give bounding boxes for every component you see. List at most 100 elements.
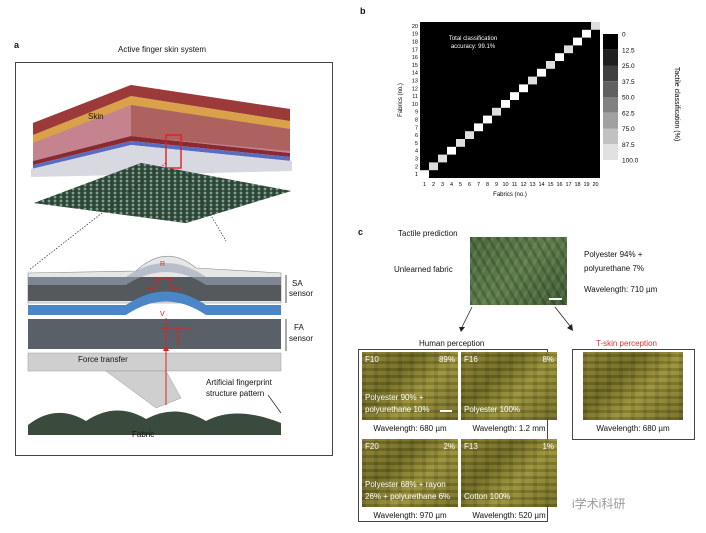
y-tick-label: 20	[412, 24, 418, 30]
colorbar-segment	[603, 65, 618, 82]
y-tick-label: 13	[412, 79, 418, 85]
y-tick-label: 11	[412, 94, 418, 100]
y-tick-label: 6	[415, 133, 418, 139]
tskin-wavelength: Wavelength: 680 µm	[596, 424, 670, 433]
human-perception-box	[358, 349, 548, 522]
tile-id: F16	[464, 355, 478, 364]
colorbar-segment	[603, 34, 618, 50]
x-tick-label: 9	[495, 182, 498, 188]
tile-desc-line2: polyurethane 10%	[365, 405, 430, 414]
y-tick-label: 1	[415, 172, 418, 178]
watermark: i学术i科研	[572, 497, 626, 511]
x-tick-label: 19	[583, 182, 589, 188]
heatmap-cell-11-11	[510, 92, 519, 100]
sensor-cross-section	[27, 255, 287, 435]
x-tick-label: 2	[432, 182, 435, 188]
tile-desc-line2: Cotton 100%	[464, 492, 511, 501]
x-tick-label: 7	[477, 182, 480, 188]
heatmap-cell-4-4	[447, 146, 456, 155]
y-axis-label: Fabrics (no.)	[398, 83, 404, 117]
heatmap-cell-9-9	[492, 107, 501, 116]
y-tick-label: 14	[412, 71, 418, 77]
tactile-prediction-label: Tactile prediction	[398, 229, 458, 238]
x-tick-label: 11	[512, 182, 518, 188]
fa-sensor-label-2: sensor	[289, 334, 314, 343]
skin-label: Skin	[88, 112, 104, 121]
scale-bar	[549, 298, 562, 300]
skin-system-diagram	[27, 85, 292, 435]
tile-id: F20	[365, 442, 379, 451]
y-tick-label: 2	[415, 164, 418, 170]
colorbar-tick-label: 62.5	[622, 110, 635, 117]
colorbar-tick-label: 100.0	[622, 158, 639, 165]
accuracy-annotation-line2: accuracy: 99.1%	[451, 44, 496, 50]
y-tick-label: 8	[415, 118, 418, 124]
x-tick-label: 6	[468, 182, 471, 188]
tile-desc-line2: Polyester 100%	[464, 405, 521, 414]
colorbar-tick-label: 0	[622, 32, 626, 39]
x-tick-label: 18	[574, 182, 580, 188]
heatmap-cell-13-13	[528, 76, 537, 85]
fabric-tile-f16: F16 8% Polyester 100%	[461, 352, 557, 420]
heatmap-cell-5-5	[456, 139, 465, 147]
fabric-tile-f10: F10 89% Polyester 90% + polyurethane 10%	[362, 352, 458, 420]
x-tick-label: 5	[459, 182, 462, 188]
y-tick-label: 17	[412, 47, 418, 53]
x-tick-label: 1	[423, 182, 426, 188]
colorbar-segment	[603, 128, 618, 145]
x-tick-label: 4	[450, 182, 453, 188]
tile-id: F13	[464, 442, 478, 451]
tile-percent: 89%	[438, 355, 455, 364]
heatmap-cell-2-2	[429, 162, 438, 171]
panel-a-letter: a	[14, 40, 20, 50]
y-tick-label: 9	[415, 110, 418, 116]
tile-desc-line2: 26% + polyurethane 6%	[365, 492, 451, 501]
x-axis-label: Fabrics (no.)	[493, 192, 527, 198]
colorbar-tick-label: 37.5	[622, 79, 635, 86]
colorbar-tick-label: 12.5	[622, 47, 635, 54]
y-tick-label: 4	[415, 149, 418, 155]
heatmap-cell-16-16	[555, 53, 564, 61]
tile-percent: 1%	[542, 442, 554, 451]
tile-desc-line1: Polyester 90% +	[365, 393, 424, 402]
colorbar-segment	[603, 112, 618, 129]
tile-wavelength: Wavelength: 520 µm	[472, 511, 546, 520]
tile-id: F10	[365, 355, 379, 364]
panel-c-letter: c	[358, 227, 364, 237]
unlearned-fabric-image	[470, 237, 567, 305]
heatmap-cell-17-17	[564, 45, 573, 54]
y-tick-label: 7	[415, 125, 418, 131]
y-tick-label: 10	[412, 102, 418, 108]
tile-desc-line1: Polyester 68% + rayon	[365, 480, 446, 489]
y-tick-label: 3	[415, 157, 418, 163]
x-tick-label: 3	[441, 182, 444, 188]
fabric-illustration	[28, 410, 281, 435]
fingerprint-label-2: structure pattern	[206, 389, 265, 398]
x-tick-label: 12	[520, 182, 526, 188]
tile-wavelength: Wavelength: 680 µm	[373, 424, 447, 433]
zoom-region-marker	[165, 134, 182, 169]
colorbar-segment	[603, 144, 618, 160]
human-perception-title: Human perception	[419, 339, 485, 348]
arrows	[459, 306, 573, 332]
x-tick-label: 16	[556, 182, 562, 188]
y-tick-label: 19	[412, 32, 418, 38]
accuracy-annotation-line1: Total classification	[449, 36, 497, 42]
heatmap-cell-8-8	[483, 115, 492, 124]
composition-line2: polyurethane 7%	[584, 264, 645, 273]
tile-percent: 8%	[542, 355, 554, 364]
panel-b-letter: b	[360, 6, 366, 16]
x-tick-label: 20	[592, 182, 598, 188]
fabric-label: Fabric	[132, 430, 155, 439]
y-tick-label: 12	[412, 86, 418, 92]
heatmap-cell-15-15	[546, 61, 555, 69]
scale-bar	[440, 410, 452, 412]
x-tick-label: 10	[502, 182, 508, 188]
tskin-fabric-image	[583, 352, 683, 420]
fabric-tile-f13: F13 1% Cotton 100%	[461, 439, 557, 507]
y-tick-label: 16	[412, 55, 418, 61]
panel-a-frame	[15, 62, 333, 456]
tskin-perception-box	[572, 349, 695, 440]
x-tick-label: 14	[538, 182, 544, 188]
